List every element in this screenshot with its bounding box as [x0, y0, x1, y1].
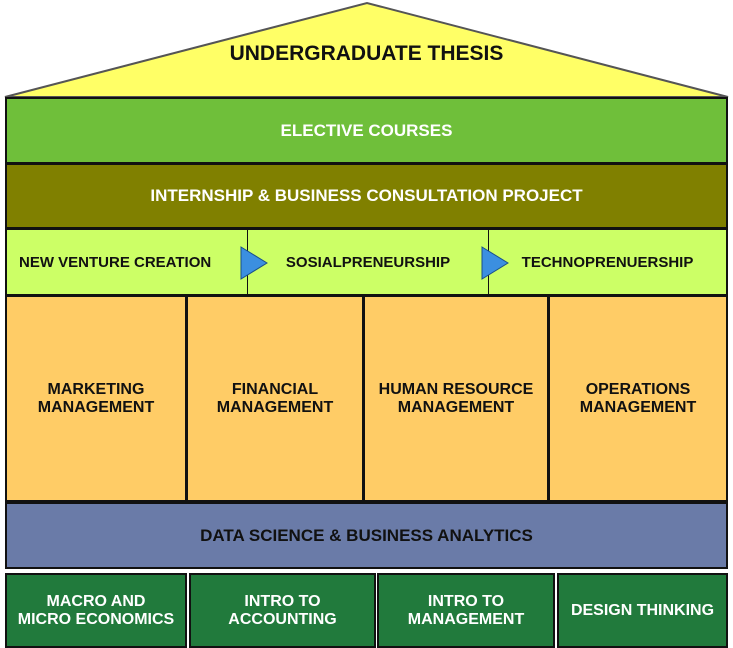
pillar-line: MARKETING [47, 380, 145, 398]
foundation-line: INTRO TO [427, 592, 505, 610]
pillar-line: MANAGEMENT [37, 398, 155, 416]
pillar-line: HUMAN RESOURCE [378, 380, 534, 398]
foundation-line: ACCOUNTING [228, 610, 337, 628]
pillar-line: OPERATIONS [585, 380, 691, 398]
thesis-title: UNDERGRADUATE THESIS [229, 42, 504, 65]
new-venture-creation: NEW VENTURE CREATION [5, 228, 248, 296]
foundation-line: MACRO AND [46, 592, 146, 610]
pillar-line: MANAGEMENT [579, 398, 697, 416]
arrow-right-icon [481, 246, 509, 280]
technoprenuership: TECHNOPRENUERSHIP [488, 228, 728, 296]
foundation-line: INTRO TO [244, 592, 321, 610]
foundation-line: MANAGEMENT [407, 610, 525, 628]
pillar-line: MANAGEMENT [216, 398, 334, 416]
arrow-right-icon [240, 246, 268, 280]
sosialpreneurship: SOSIALPRENEURSHIP [247, 228, 489, 296]
elective-courses: ELECTIVE COURSES [5, 97, 728, 164]
foundation-design-thinking: DESIGN THINKING [557, 573, 728, 648]
internship-project: INTERNSHIP & BUSINESS CONSULTATION PROJE… [5, 163, 728, 229]
pillar-line: MANAGEMENT [397, 398, 515, 416]
data-science-analytics: DATA SCIENCE & BUSINESS ANALYTICS [5, 502, 728, 569]
foundation-line: MICRO ECONOMICS [17, 610, 175, 628]
pillar-line: FINANCIAL [231, 380, 319, 398]
